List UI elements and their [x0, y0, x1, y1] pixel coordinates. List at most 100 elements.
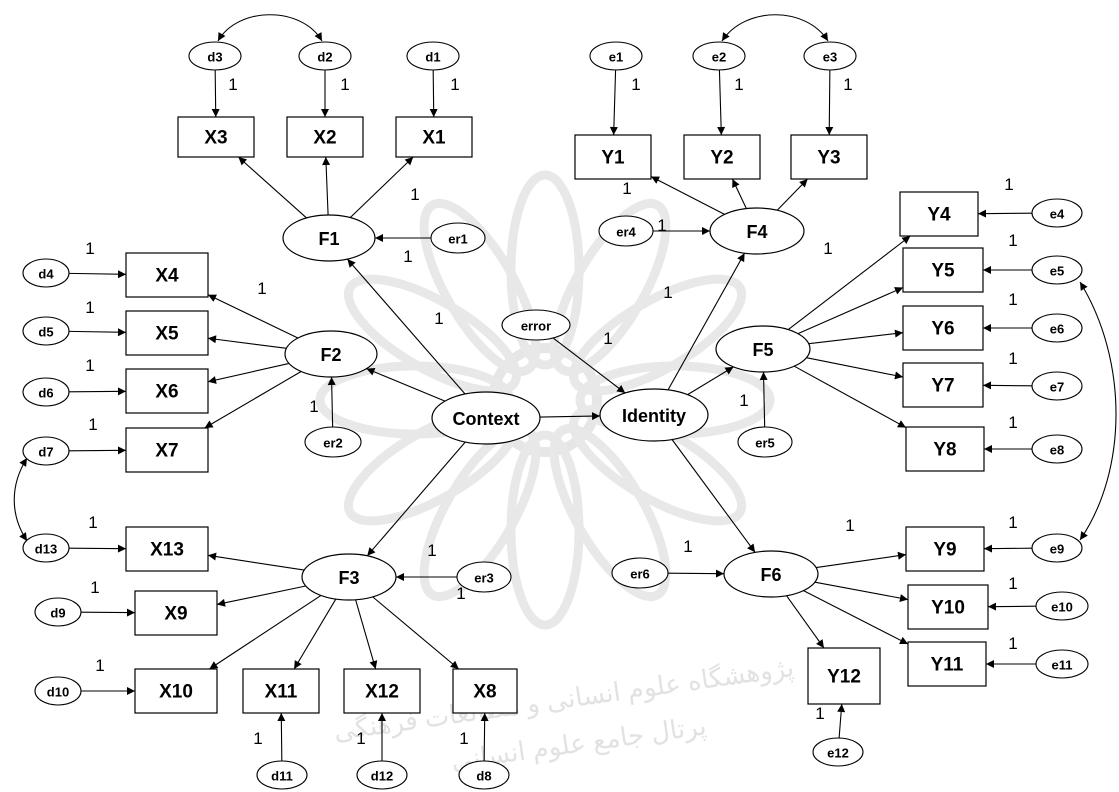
- node-label-e7: e7: [1050, 380, 1064, 395]
- path-F3-to-X12: [355, 599, 378, 670]
- observed-x4: [125, 252, 209, 298]
- error-d2: [298, 41, 352, 71]
- node-label-Y1: Y1: [601, 148, 625, 169]
- path-coefficient-label: 1: [403, 247, 412, 266]
- path-Context-to-F3: [366, 441, 466, 557]
- node-label-e5: e5: [1050, 264, 1064, 279]
- path-F3-to-X8: [372, 596, 460, 670]
- path-d11-to-X11: [277, 712, 286, 762]
- node-label-e9: e9: [1050, 542, 1064, 557]
- latent-f2: [284, 330, 378, 378]
- node-label-Y12: Y12: [827, 667, 861, 688]
- node-label-X5: X5: [155, 324, 179, 345]
- node-label-e10: e10: [1051, 600, 1073, 615]
- node-label-Y9: Y9: [933, 540, 956, 561]
- error-er1: [430, 222, 486, 254]
- path-coefficient-label: 1: [1008, 349, 1017, 368]
- observed-x6: [125, 368, 209, 414]
- path-er5-to-F5: [759, 371, 768, 428]
- node-label-F6: F6: [760, 565, 781, 585]
- path-coefficient-label: 1: [253, 729, 262, 748]
- node-label-Context: Context: [453, 409, 520, 429]
- node-label-X12: X12: [365, 682, 399, 703]
- error-e2: [692, 41, 746, 71]
- path-Context-to-F2: [366, 368, 446, 402]
- path-coefficient-label: 1: [1008, 231, 1017, 250]
- node-label-d13: d13: [35, 542, 57, 557]
- path-F4-to-Y3: [776, 178, 808, 211]
- node-label-X6: X6: [155, 382, 178, 403]
- latent-identity: [599, 388, 709, 442]
- node-label-X10: X10: [159, 682, 193, 703]
- node-label-Y3: Y3: [817, 148, 840, 169]
- path-F6-to-Y10: [814, 581, 909, 603]
- error-e9: [1031, 533, 1083, 563]
- path-coefficient-label: 1: [631, 75, 640, 94]
- node-label-Y6: Y6: [931, 319, 954, 340]
- path-F6-to-Y11: [803, 590, 909, 645]
- path-Identity-to-F6: [671, 439, 756, 553]
- node-label-X3: X3: [204, 128, 227, 149]
- node-label-d5: d5: [38, 325, 53, 340]
- path-Context-to-Identity: [539, 412, 601, 421]
- error-d3: [188, 41, 242, 71]
- error-e1: [589, 41, 643, 71]
- node-label-er2: er2: [323, 436, 343, 451]
- observed-x11: [242, 668, 320, 714]
- error-er3: [456, 561, 512, 593]
- path-error-to-Identity: [552, 337, 626, 394]
- observed-x13: [125, 526, 209, 572]
- observed-y6: [902, 305, 984, 351]
- node-label-F4: F4: [746, 222, 767, 242]
- path-coefficient-label: 1: [340, 75, 349, 94]
- path-coefficient-label: 1: [456, 584, 465, 603]
- node-label-er3: er3: [474, 571, 494, 586]
- path-coefficient-label: 1: [1008, 290, 1017, 309]
- path-F1-to-X3: [238, 156, 307, 219]
- path-coefficient-label: 1: [739, 391, 748, 410]
- error-d13: [22, 533, 70, 563]
- observed-x8: [452, 668, 518, 714]
- error-d10: [34, 676, 82, 706]
- error-d7: [22, 436, 70, 466]
- node-label-X2: X2: [313, 128, 336, 149]
- observed-y10: [907, 584, 989, 630]
- path-coefficient-label: 1: [843, 75, 852, 94]
- error-e5: [1031, 255, 1083, 285]
- path-coefficient-label: 1: [663, 283, 672, 302]
- error-d8: [458, 760, 510, 790]
- error-e7: [1031, 371, 1083, 401]
- error-d6: [22, 377, 70, 407]
- node-label-F5: F5: [752, 340, 773, 360]
- observed-y7: [902, 362, 984, 408]
- observed-y2: [683, 134, 761, 180]
- path-d4-to-X4: [68, 270, 127, 279]
- error-e10: [1035, 591, 1089, 621]
- node-label-e2: e2: [712, 50, 726, 65]
- node-label-Y5: Y5: [931, 261, 955, 282]
- node-label-Y7: Y7: [931, 376, 954, 397]
- node-label-Identity: Identity: [622, 406, 686, 426]
- node-label-Y10: Y10: [931, 598, 965, 619]
- path-coefficient-label: 1: [1004, 175, 1013, 194]
- node-label-F1: F1: [318, 229, 339, 249]
- node-label-e6: e6: [1050, 322, 1064, 337]
- path-coefficient-label: 1: [603, 329, 612, 348]
- path-d1-to-X1: [429, 69, 438, 118]
- node-label-d10: d10: [47, 685, 69, 700]
- node-label-d4: d4: [38, 267, 54, 282]
- node-label-Y4: Y4: [927, 205, 951, 226]
- node-label-Y2: Y2: [710, 148, 733, 169]
- path-coefficient-label: 1: [683, 537, 692, 556]
- latent-f3: [301, 553, 397, 601]
- observed-x7: [125, 427, 209, 473]
- path-F4-to-Y2: [731, 178, 747, 209]
- path-er2-to-F2: [327, 376, 336, 428]
- error-e8: [1031, 434, 1083, 464]
- path-coefficient-label: 1: [815, 704, 824, 723]
- cov-e2-e3: [721, 14, 829, 42]
- latent-f5: [715, 325, 811, 373]
- observed-x3: [177, 116, 255, 158]
- path-e1-to-Y1: [609, 69, 618, 136]
